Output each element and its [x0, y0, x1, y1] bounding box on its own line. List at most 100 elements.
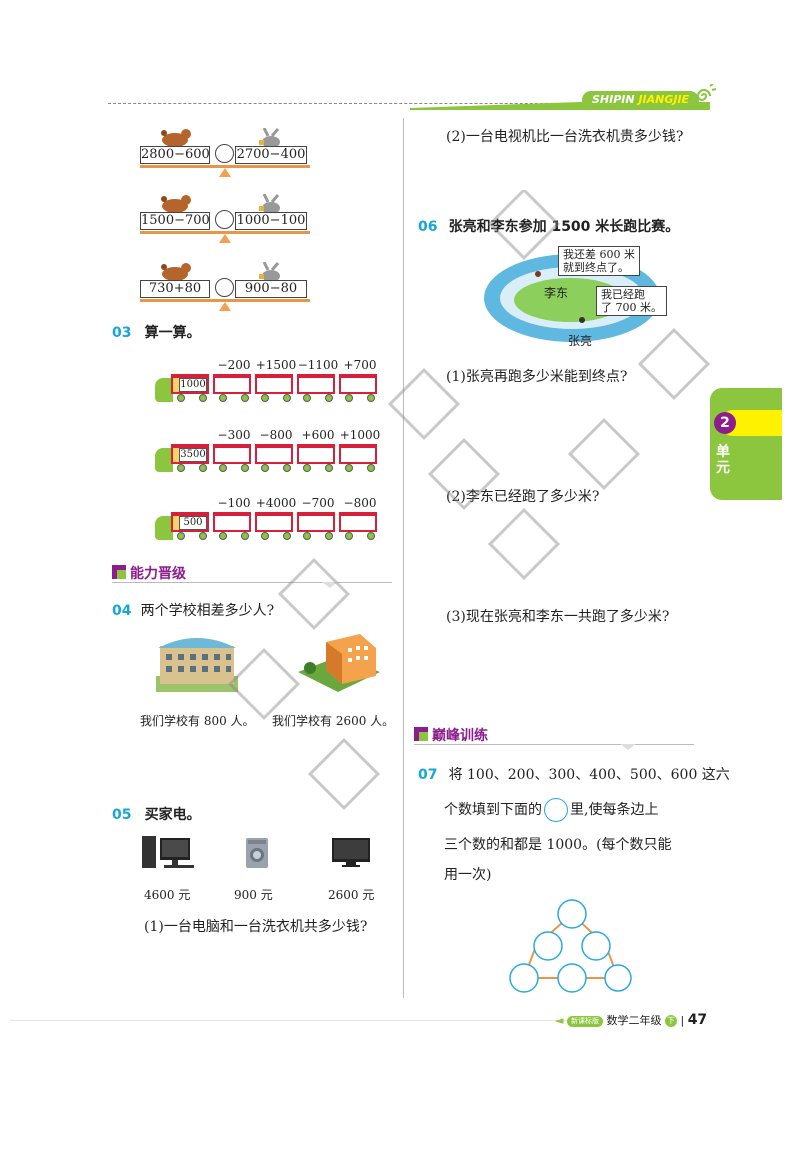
wheel [261, 532, 269, 540]
section-title: 巅峰训练 [432, 728, 488, 744]
section-marker-accent [419, 732, 428, 741]
train-car[interactable] [255, 512, 293, 532]
q07-text-line: 用一次) [444, 867, 492, 883]
computer-icon [142, 836, 194, 868]
question-number: 03 [112, 325, 132, 341]
wheel [219, 532, 227, 540]
blank-circle[interactable] [604, 964, 632, 992]
school-a-label: 我们学校有 800 人。 [140, 714, 255, 728]
wheel [367, 532, 375, 540]
wheel [283, 464, 291, 472]
section-title: 能力晋级 [130, 566, 186, 582]
unit-tab[interactable]: 2 单元 [710, 388, 782, 500]
train-operation: −800 [343, 496, 377, 510]
train-car[interactable] [339, 444, 377, 464]
wheel [325, 394, 333, 402]
blank-circle[interactable] [533, 931, 563, 961]
blank-circle[interactable] [581, 931, 611, 961]
footer-subject: 数学二年级 [606, 1014, 662, 1027]
tv-icon [332, 838, 370, 867]
train-start-value: 500 [179, 516, 207, 530]
wheel [199, 394, 207, 402]
blank-circle-icon [544, 798, 568, 822]
train-operation: +4000 [255, 496, 297, 510]
runner-name-li: 李东 [544, 286, 569, 300]
train-car[interactable] [213, 374, 251, 394]
question-title: 两个学校相差多少人? [140, 603, 275, 619]
train-operation: −800 [259, 428, 293, 442]
balance-scale: 1500−700 1000−100 [140, 194, 315, 244]
locomotive-icon [155, 378, 173, 402]
section-underline [414, 744, 694, 745]
comparison-circle[interactable] [215, 144, 234, 163]
train-start-value: 3500 [179, 448, 207, 462]
question-07-heading: 07 将 100、200、300、400、500、600 这六 [418, 764, 730, 784]
wheel [261, 464, 269, 472]
train-car[interactable] [297, 374, 335, 394]
section-notch [322, 582, 338, 588]
scale-left-expression: 730+80 [140, 280, 210, 298]
bubble-text: 我还差 600 米 [563, 248, 635, 261]
train-car[interactable] [339, 512, 377, 532]
scale-beam [140, 231, 310, 234]
wheel [345, 394, 353, 402]
train-car[interactable] [339, 374, 377, 394]
train-operation: −200 [217, 358, 251, 372]
scale-right-expression: 1000−100 [235, 212, 307, 230]
scale-pivot [219, 234, 231, 243]
wheel [325, 464, 333, 472]
blank-circle[interactable] [557, 963, 587, 993]
dog-icon [161, 129, 191, 147]
comparison-circle[interactable] [215, 210, 234, 229]
column-divider [403, 118, 404, 998]
section-underline [112, 582, 392, 583]
scale-beam [140, 165, 310, 168]
bubble-text: 了 700 米。 [601, 301, 662, 314]
rabbit-icon [259, 128, 280, 148]
question-number: 07 [418, 767, 438, 783]
footer-arrow-icon: ◄ [555, 1014, 564, 1027]
train-car[interactable] [213, 512, 251, 532]
unit-label: 单元 [716, 444, 730, 476]
brand-text-jiangjie: JIANGJIE [638, 93, 690, 106]
scale-beam [140, 299, 310, 302]
q05-subquestion-1: (1)一台电脑和一台洗衣机共多少钱? [144, 919, 368, 935]
wheel [303, 532, 311, 540]
footer-separator: | [680, 1014, 685, 1027]
washer-price: 900 元 [234, 888, 273, 902]
school-campus-icon [298, 634, 380, 692]
q06-subquestion-2: (2)李东已经跑了多少米? [446, 489, 600, 505]
train-car[interactable] [297, 444, 335, 464]
wheel [367, 464, 375, 472]
wheel [261, 394, 269, 402]
number-train: 1000 −200 +1500 −1100 +700 [155, 358, 385, 408]
train-car[interactable] [297, 512, 335, 532]
wheel [283, 532, 291, 540]
wheel [367, 394, 375, 402]
train-operation: +600 [301, 428, 335, 442]
spiral-icon [696, 84, 716, 101]
blank-circle[interactable] [509, 963, 539, 993]
question-number: 05 [112, 807, 132, 823]
train-car[interactable] [213, 444, 251, 464]
q07-text-part: 个数填到下面的 [444, 802, 542, 818]
comparison-circle[interactable] [215, 278, 234, 297]
washing-machine-icon [246, 838, 268, 868]
wheel [345, 464, 353, 472]
wheel [325, 532, 333, 540]
train-car[interactable] [255, 374, 293, 394]
section-header-peak: 巅峰训练 [414, 724, 694, 750]
q07-text-line: 个数填到下面的里,使每条边上 [444, 798, 658, 822]
train-car[interactable] [255, 444, 293, 464]
school-b-label: 我们学校有 2600 人。 [272, 714, 395, 728]
question-03-heading: 03 算一算。 [112, 322, 201, 342]
rabbit-icon [259, 194, 280, 214]
train-operation: −300 [217, 428, 251, 442]
dog-icon [161, 263, 191, 281]
blank-circle[interactable] [557, 899, 587, 929]
wheel [177, 394, 185, 402]
wheel [241, 532, 249, 540]
wheel [177, 532, 185, 540]
wheel [241, 464, 249, 472]
edition-badge: 新课标版 [566, 1015, 603, 1027]
